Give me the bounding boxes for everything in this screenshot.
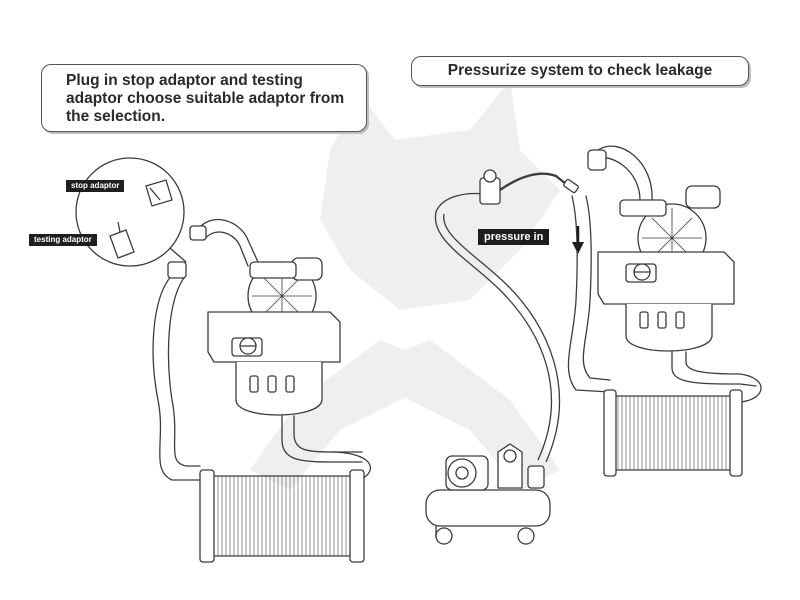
left-intercooler xyxy=(211,475,353,557)
testing-adaptor-label: testing adaptor xyxy=(29,234,97,246)
left-testing-adaptor xyxy=(167,261,187,279)
pressure-regulator xyxy=(479,169,579,205)
testing-adaptor-detail xyxy=(109,229,135,259)
right-engine-assembly xyxy=(567,145,762,477)
instruction-text-plug-adaptors: Plug in stop adaptor and testing adaptor… xyxy=(66,72,345,125)
instruction-callout-plug-adaptors: Plug in stop adaptor and testing adaptor… xyxy=(41,64,367,132)
stop-adaptor-label: stop adaptor xyxy=(66,180,125,192)
instruction-callout-pressurize: Pressurize system to check leakage xyxy=(411,56,749,86)
air-compressor xyxy=(425,443,551,545)
pressure-direction-arrow xyxy=(572,226,584,254)
air-supply-line xyxy=(434,192,561,463)
left-engine-assembly xyxy=(152,219,371,563)
left-engine-block xyxy=(207,311,341,363)
stop-adaptor-detail xyxy=(145,179,173,207)
pressure-in-label: pressure in xyxy=(478,229,550,245)
adaptor-detail-magnifier xyxy=(75,157,187,267)
instruction-text-pressurize: Pressurize system to check leakage xyxy=(447,62,713,79)
right-intercooler xyxy=(613,395,733,471)
right-hose xyxy=(567,195,611,393)
left-stop-adaptor xyxy=(189,225,207,241)
left-hose xyxy=(152,274,201,481)
